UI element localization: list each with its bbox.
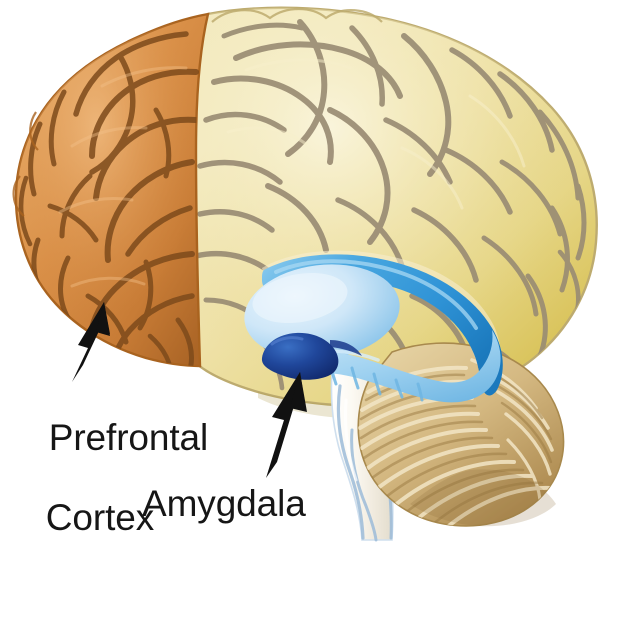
cerebral-cortex	[184, 6, 598, 408]
prefrontal-outline-bumps	[12, 111, 39, 217]
corpus-callosum-arc	[262, 254, 503, 396]
cortex-gyri	[193, 19, 587, 406]
limbic-system	[244, 250, 503, 403]
label-prefrontal-cortex: Prefrontal Cortex	[8, 378, 208, 618]
annotation-arrows	[72, 302, 307, 478]
amygdala	[261, 332, 339, 380]
label-amygdala: Amygdala	[142, 483, 306, 524]
prefrontal-cortex	[12, 12, 210, 368]
label-prefrontal-cortex-line2: Cortex	[45, 496, 155, 538]
brain-diagram-figure: Prefrontal Cortex Amygdala	[12, 6, 598, 542]
label-prefrontal-cortex-line1: Prefrontal	[48, 416, 209, 458]
brain-illustration	[12, 6, 598, 542]
prefrontal-gyri	[18, 31, 199, 366]
hippocampus	[284, 330, 501, 403]
cortex-outline-bumps	[211, 8, 383, 23]
